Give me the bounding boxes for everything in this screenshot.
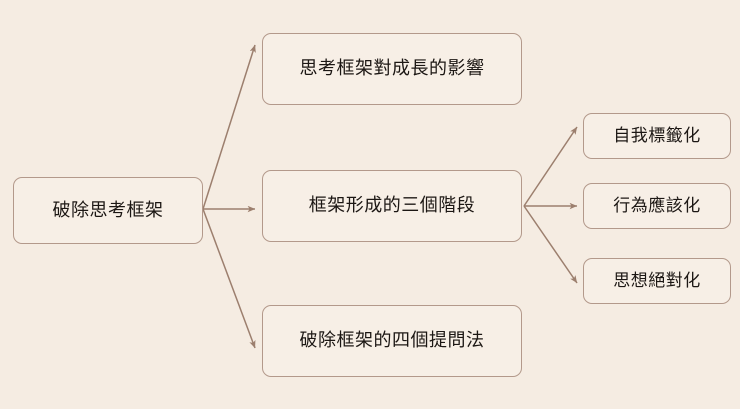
- node-leaf-1-label: 自我標籤化: [613, 125, 701, 145]
- node-root[interactable]: 破除思考框架: [13, 177, 203, 244]
- node-branch-three-stages[interactable]: 框架形成的三個階段: [262, 170, 522, 242]
- node-leaf-behavior-should[interactable]: 行為應該化: [583, 183, 731, 229]
- node-leaf-2-label: 行為應該化: [613, 195, 701, 215]
- node-root-label: 破除思考框架: [52, 199, 164, 220]
- node-leaf-3-label: 思想絕對化: [613, 270, 701, 290]
- node-branch-3-label: 破除框架的四個提問法: [299, 330, 485, 351]
- node-branch-2-label: 框架形成的三個階段: [308, 195, 476, 216]
- connector-root-to-branch-1: [202, 44, 256, 210]
- connector-branch-2-to-leaf-3: [523, 205, 578, 284]
- connector-branch-2-to-leaf-1: [523, 126, 578, 207]
- connector-root-to-branch-3: [202, 208, 256, 349]
- node-branch-growth-impact[interactable]: 思考框架對成長的影響: [262, 33, 522, 105]
- node-leaf-thought-absolutism[interactable]: 思想絕對化: [583, 258, 731, 304]
- node-leaf-self-labeling[interactable]: 自我標籤化: [583, 113, 731, 159]
- node-branch-1-label: 思考框架對成長的影響: [299, 58, 485, 79]
- node-branch-four-questions[interactable]: 破除框架的四個提問法: [262, 305, 522, 377]
